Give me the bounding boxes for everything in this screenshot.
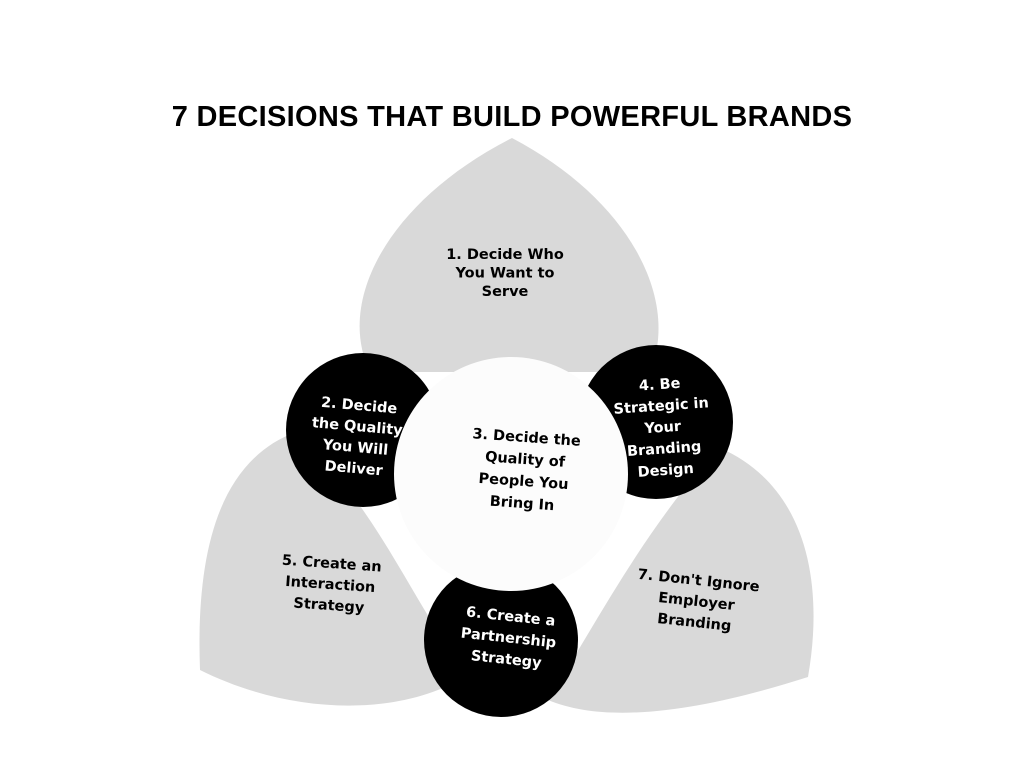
decision-4-label-line: Your <box>643 419 682 438</box>
decision-3-label-line: Quality of <box>485 449 567 471</box>
decision-5-label-line: Interaction <box>285 574 376 596</box>
decision-2-label-line: You Will <box>321 437 389 459</box>
decision-3-center-circle <box>394 357 628 591</box>
decision-3-label-line: 3. Decide the <box>472 426 581 450</box>
decision-3-label: 3. Decide theQuality ofPeople YouBring I… <box>467 426 581 515</box>
decision-7-label-line: Branding <box>656 611 732 635</box>
petal-right <box>548 448 814 713</box>
decision-3-label-line: People You <box>478 471 569 493</box>
decision-6-label-line: Strategy <box>470 648 543 671</box>
decision-2-label: 2. Decidethe QualityYou WillDeliver <box>308 394 406 481</box>
petal-left <box>199 432 468 706</box>
decision-1-label-line: You Want to <box>455 266 555 282</box>
decision-4-label-line: Design <box>637 461 694 481</box>
decision-1-label-line: 1. Decide Who <box>446 247 564 263</box>
petal-top <box>359 138 659 372</box>
decision-5-label-line: Strategy <box>293 596 365 617</box>
decision-4-label: 4. BeStrategic inYourBrandingDesign <box>612 374 714 482</box>
decision-2-label-line: Deliver <box>324 458 384 479</box>
decision-4-label-line: 4. Be <box>638 376 681 395</box>
decision-5-label: 5. Create anInteractionStrategy <box>278 553 382 618</box>
decision-2-label-line: the Quality <box>311 415 403 439</box>
diagram-title: 7 DECISIONS THAT BUILD POWERFUL BRANDS <box>171 101 853 133</box>
decision-4-label-line: Branding <box>627 439 702 460</box>
decision-5-label-line: 5. Create an <box>281 553 382 576</box>
decision-2-label-line: 2. Decide <box>320 395 398 418</box>
decision-3-label-line: Bring In <box>489 494 555 514</box>
decision-4-label-line: Strategic in <box>613 395 709 418</box>
decision-1-label-line: Serve <box>482 284 529 300</box>
decision-6-circle <box>424 563 578 717</box>
